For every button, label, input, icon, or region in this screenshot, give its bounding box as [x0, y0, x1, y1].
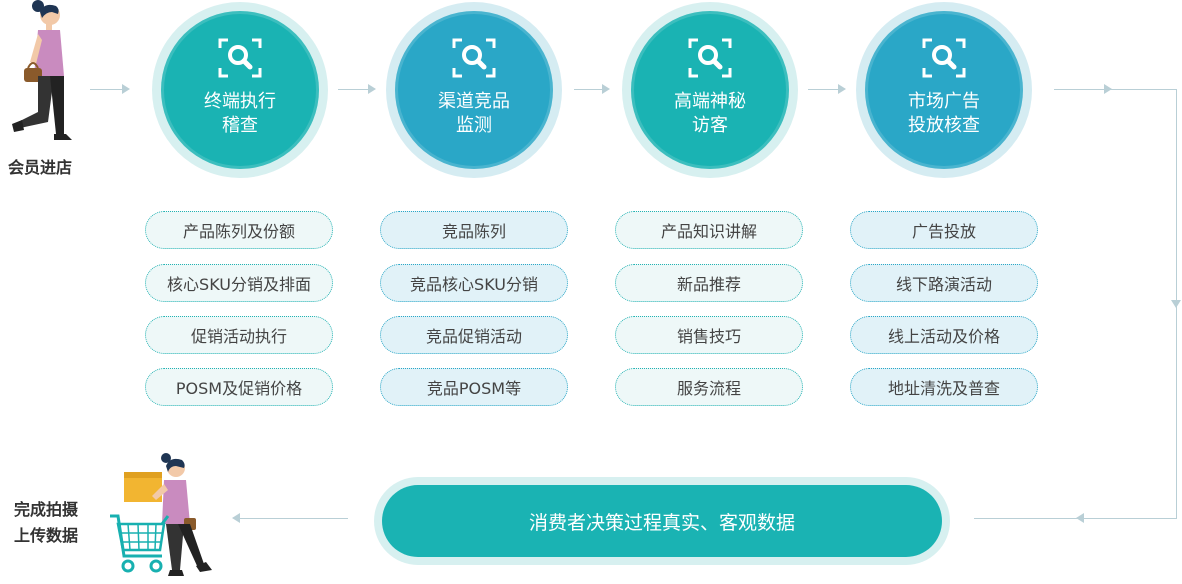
- arrow-head: [1104, 84, 1112, 94]
- arrow-head: [232, 513, 240, 523]
- stage-title-line1: 高端神秘: [674, 91, 746, 112]
- search-scan-icon: [452, 38, 496, 78]
- stage-title-line2: 投放核查: [908, 115, 980, 136]
- shopping-cart-icon: [110, 453, 212, 576]
- search-scan-icon: [922, 38, 966, 78]
- arrow-head: [368, 84, 376, 94]
- pill-item: 广告投放: [850, 211, 1038, 249]
- stage-title-line2: 监测: [456, 115, 492, 136]
- pill-item: 地址清洗及普查: [850, 368, 1038, 406]
- shopper-cart-figure: [108, 452, 216, 580]
- stage-ad-placement-audit: 市场广告 投放核查: [856, 2, 1032, 178]
- search-scan-icon: [218, 38, 262, 78]
- consumer-data-label: 消费者决策过程真实、客观数据: [382, 485, 942, 557]
- stage-title-line1: 渠道竞品: [438, 91, 510, 112]
- pill-item: 线下路演活动: [850, 264, 1038, 302]
- pill-item: 竞品促销活动: [380, 316, 568, 354]
- end-label-line2: 上传数据: [13, 526, 78, 545]
- pill-item: 服务流程: [615, 368, 803, 406]
- end-label-line1: 完成拍摄: [13, 500, 78, 519]
- start-label: 会员进店: [7, 158, 72, 177]
- pill-item: 产品知识讲解: [615, 211, 803, 249]
- connector-right-top: [1054, 89, 1176, 90]
- arrow-stage1-to-stage2: [338, 89, 368, 90]
- pill-item: 竞品核心SKU分销: [380, 264, 568, 302]
- pill-item: POSM及促销价格: [145, 368, 333, 406]
- arrow-head: [1076, 513, 1084, 523]
- connector-right-bottom: [974, 518, 1177, 519]
- arrow-head: [602, 84, 610, 94]
- pill-item: 产品陈列及份额: [145, 211, 333, 249]
- pill-item: 核心SKU分销及排面: [145, 264, 333, 302]
- shopper-walking-figure: [8, 0, 78, 146]
- stage-competitor-monitoring: 渠道竞品 监测: [386, 2, 562, 178]
- pill-item: 促销活动执行: [145, 316, 333, 354]
- shopper-walking-icon: [12, 0, 72, 140]
- pill-item: 竞品POSM等: [380, 368, 568, 406]
- pill-item: 销售技巧: [615, 316, 803, 354]
- stage-terminal-audit: 终端执行 稽查: [152, 2, 328, 178]
- stage-title-line2: 稽查: [222, 115, 258, 136]
- pill-item: 线上活动及价格: [850, 316, 1038, 354]
- search-scan-icon: [688, 38, 732, 78]
- arrow-bar-to-end: [240, 518, 348, 519]
- stage-mystery-shopper: 高端神秘 访客: [622, 2, 798, 178]
- consumer-data-bar: 消费者决策过程真实、客观数据: [374, 477, 950, 565]
- stage-title-line2: 访客: [692, 115, 728, 136]
- arrow-head: [838, 84, 846, 94]
- arrow-head: [122, 84, 130, 94]
- arrow-stage3-to-stage4: [808, 89, 838, 90]
- arrow-stage2-to-stage3: [574, 89, 602, 90]
- arrow-start-to-stage1: [90, 89, 122, 90]
- arrow-head: [1171, 300, 1181, 308]
- pill-item: 竞品陈列: [380, 211, 568, 249]
- stage-title-line1: 市场广告: [908, 91, 980, 112]
- pill-item: 新品推荐: [615, 264, 803, 302]
- stage-title-line1: 终端执行: [204, 91, 276, 112]
